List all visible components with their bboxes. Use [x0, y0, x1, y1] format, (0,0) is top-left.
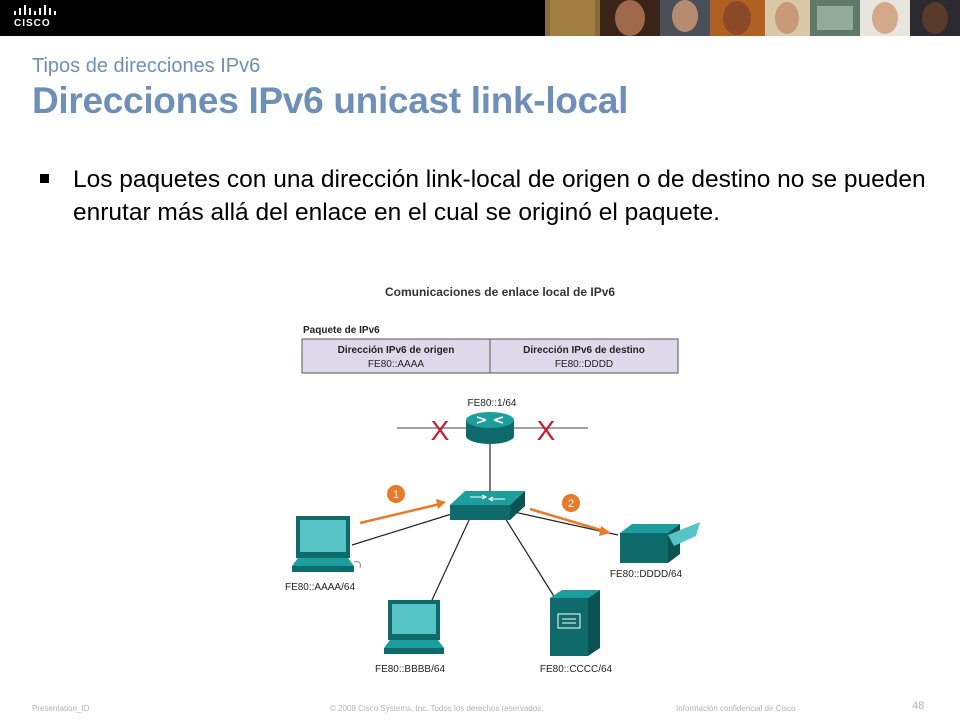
step-2-number: 2 [568, 498, 574, 510]
dst-value: FE80::DDDD [555, 359, 613, 370]
server-label: FE80::CCCC/64 [540, 664, 613, 675]
footer-confidential: Información confidencial de Cisco [676, 704, 796, 713]
header-bar: CISCO [0, 0, 960, 36]
src-header: Dirección IPv6 de origen [338, 345, 455, 356]
block-mark-left: X [431, 415, 450, 446]
switch-icon [450, 491, 525, 520]
photo-8 [910, 0, 960, 36]
photo-6 [810, 0, 860, 36]
diagram-title: Comunicaciones de enlace local de IPv6 [385, 285, 615, 299]
bullet-square-icon [40, 174, 49, 183]
photo-5 [765, 0, 810, 36]
photo-2 [600, 0, 660, 36]
step-1-number: 1 [393, 489, 399, 501]
people-photo-strip [545, 0, 960, 36]
step-2-badge [562, 494, 580, 512]
dst-header: Dirección IPv6 de destino [523, 345, 645, 356]
printer-label: FE80::DDDD/64 [610, 569, 683, 580]
photo-1 [545, 0, 600, 36]
packet-label: Paquete de IPv6 [303, 325, 380, 336]
router-label: FE80::1/64 [468, 398, 517, 409]
step-1-badge [387, 485, 405, 503]
server-icon [550, 590, 600, 656]
footer-presentation-id: Presentation_ID [32, 704, 90, 713]
footer-copyright: © 2008 Cisco Systems, Inc. Todos los der… [330, 704, 544, 713]
pc-a-icon [292, 516, 361, 572]
page-number: 48 [912, 700, 925, 712]
router-icon [466, 412, 514, 444]
pc-b-icon [384, 600, 444, 654]
photo-7 [860, 0, 910, 36]
brand-text: CISCO [14, 18, 51, 29]
arrow-step-2 [529, 507, 611, 536]
cisco-logo-icon [14, 5, 56, 15]
src-value: FE80::AAAA [368, 359, 424, 370]
link-local-diagram: Comunicaciones de enlace local de IPv6 P… [285, 285, 700, 675]
photo-4 [710, 0, 765, 36]
photo-3 [660, 0, 710, 36]
block-mark-right: X [537, 415, 556, 446]
printer-icon [620, 522, 700, 563]
pc-a-label: FE80::AAAA/64 [285, 582, 355, 593]
pc-b-label: FE80::BBBB/64 [375, 664, 445, 675]
bullet-text: Los paquetes con una dirección link-loca… [73, 166, 926, 226]
slide-subtitle: Tipos de direcciones IPv6 [32, 55, 261, 77]
slide-title: Direcciones IPv6 unicast link-local [32, 80, 629, 121]
arrow-step-1 [359, 499, 446, 525]
